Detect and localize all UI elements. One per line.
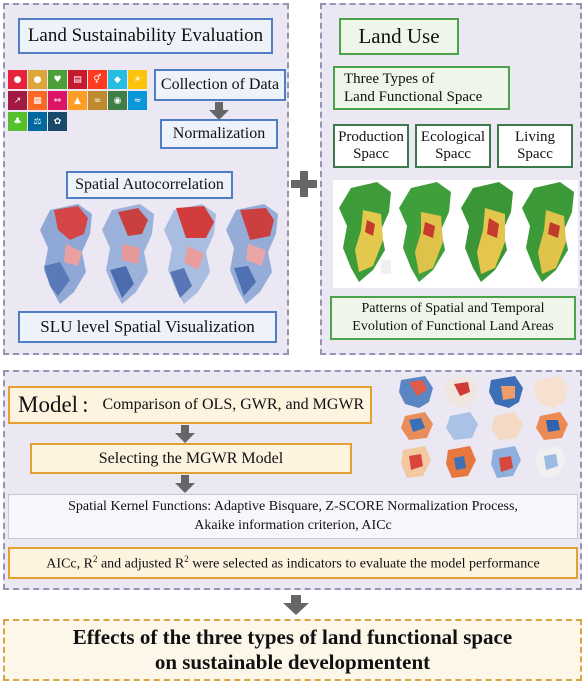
down-arrow-icon (175, 475, 195, 493)
three-types-line1: Three Types of (344, 71, 435, 87)
selecting-mgwr-box: Selecting the MGWR Model (30, 443, 352, 474)
kernel-line2: Akaike information criterion, AICc (194, 517, 392, 533)
spatial-autocorrelation-box: Spatial Autocorrelation (66, 171, 233, 199)
model-colon: : (82, 392, 89, 417)
sdg-icon: ▲ (68, 91, 87, 110)
living-space-box: Living Spacc (497, 124, 573, 168)
indicators-box: AICc, R2 and adjusted R2 were selected a… (8, 547, 578, 579)
three-types-box: Three Types of Land Functional Space (333, 66, 510, 110)
ecological-line2: Spacc (435, 146, 471, 162)
sdg-icon: ↗ (8, 91, 27, 110)
kernel-line1: Spatial Kernel Functions: Adaptive Bisqu… (68, 499, 518, 515)
slu-visualization-box: SLU level Spatial Visualization (18, 311, 277, 343)
down-arrow-icon (175, 425, 195, 443)
ecological-space-box: Ecological Spacc (415, 124, 491, 168)
sdg-icon: ♣ (8, 112, 27, 131)
sdg-icon: ⚥ (88, 70, 107, 89)
model-comparison-box: Model : Comparison of OLS, GWR, and MGWR (8, 386, 372, 424)
sdg-icon: ⚖ (28, 112, 47, 131)
patterns-line2: Evolution of Functional Land Areas (352, 319, 554, 334)
sdg-icon: ∞ (88, 91, 107, 110)
sdg-icon: ⇔ (48, 91, 67, 110)
final-effects-box: Effects of the three types of land funct… (3, 619, 582, 681)
three-types-line2: Land Functional Space (344, 89, 483, 105)
normalization-box: Normalization (160, 119, 278, 149)
lisa-map-image (40, 204, 278, 304)
sdg-icon: ♥ (48, 70, 67, 89)
sdg-icon: ◉ (108, 91, 127, 110)
sdg-icon-grid: ● ● ♥ ▤ ⚥ ◆ ☀ ↗ ▦ ⇔ ▲ ∞ ◉ ≈ ♣ ⚖ ✿ (8, 70, 150, 134)
sdg-icon: ▤ (68, 70, 87, 89)
sdg-icon: ● (8, 70, 27, 89)
collection-of-data-box: Collection of Data (154, 69, 286, 101)
living-line2: Spacc (517, 146, 553, 162)
living-line1: Living (515, 128, 555, 145)
sdg-icon: ● (28, 70, 47, 89)
production-line2: Spacc (353, 146, 389, 162)
land-use-title: Land Use (339, 18, 459, 55)
patterns-box: Patterns of Spatial and Temporal Evoluti… (330, 296, 576, 340)
plus-icon (291, 171, 317, 197)
sdg-icon: ▦ (28, 91, 47, 110)
model-label: Model (18, 392, 79, 417)
kernel-functions-box: Spatial Kernel Functions: Adaptive Bisqu… (8, 494, 578, 539)
ecological-line1: Ecological (420, 128, 486, 145)
final-line1: Effects of the three types of land funct… (72, 624, 513, 649)
production-space-box: Production Spacc (333, 124, 409, 168)
land-sustainability-title: Land Sustainability Evaluation (18, 18, 273, 54)
down-arrow-icon (283, 595, 309, 615)
sdg-icon: ✿ (48, 112, 67, 131)
indicators-text: AICc, R2 and adjusted R2 were selected a… (46, 553, 540, 572)
sdg-icon: ≈ (128, 91, 147, 110)
sdg-icon: ◆ (108, 70, 127, 89)
final-line2: on sustainable developmentent (154, 650, 431, 674)
production-line1: Production (338, 128, 404, 145)
land-function-map-image (333, 180, 578, 288)
down-arrow-icon (209, 102, 229, 120)
sdg-icon: ☀ (128, 70, 147, 89)
patterns-line1: Patterns of Spatial and Temporal (361, 300, 545, 316)
mgwr-coefficient-maps-image (399, 376, 568, 478)
comparison-text: Comparison of OLS, GWR, and MGWR (102, 396, 365, 413)
